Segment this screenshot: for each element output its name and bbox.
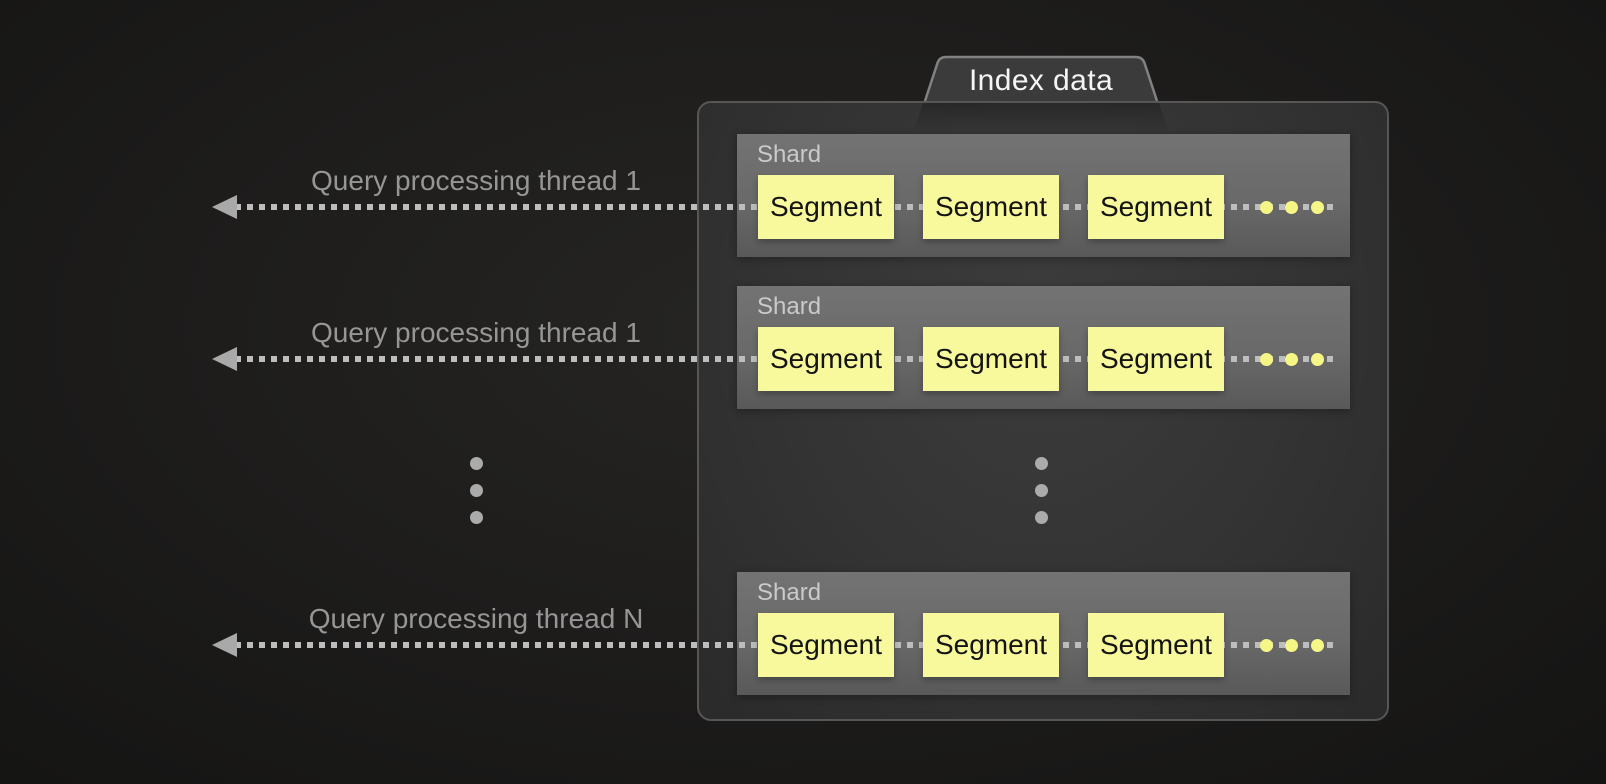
ellipsis-dot — [470, 511, 483, 524]
ellipsis-dot — [470, 484, 483, 497]
shard-2-more-segments-dot — [1311, 353, 1324, 366]
shard-1-label: Shard — [757, 141, 822, 168]
ellipsis-dot — [1035, 511, 1048, 524]
shard-3-more-segments-dot — [1311, 639, 1324, 652]
tab-shadow — [913, 103, 1169, 133]
index-data-title: Index data — [968, 64, 1114, 97]
shard-3-more-segments-dot — [1260, 639, 1273, 652]
shard-row-2: Shard Segment Segment Segment — [737, 286, 1350, 409]
arrow-left-icon — [212, 633, 237, 657]
shard-row-3: Shard Segment Segment Segment — [737, 572, 1350, 695]
ellipsis-dot — [1035, 457, 1048, 470]
shard-1-segment-1: Segment — [758, 175, 894, 239]
shard-3-more-segments-dot — [1285, 639, 1298, 652]
shard-2-segment-2: Segment — [923, 327, 1059, 391]
shard-2-more-segments-dot — [1260, 353, 1273, 366]
shard-2-segment-1: Segment — [758, 327, 894, 391]
ellipsis-dot — [470, 457, 483, 470]
ellipsis-dot — [1035, 484, 1048, 497]
query-thread-label-2: Query processing thread 1 — [311, 317, 641, 348]
shard-3-segment-3: Segment — [1088, 613, 1224, 677]
shard-3-segment-1: Segment — [758, 613, 894, 677]
shard-2-segment-3: Segment — [1088, 327, 1224, 391]
query-thread-label-1: Query processing thread 1 — [311, 165, 641, 196]
shard-3-segment-2: Segment — [923, 613, 1059, 677]
shard-2-label: Shard — [757, 293, 822, 320]
shard-3-label: Shard — [757, 579, 822, 606]
arrow-left-icon — [212, 347, 237, 371]
shard-1-more-segments-dot — [1285, 201, 1298, 214]
shard-1-segment-2: Segment — [923, 175, 1059, 239]
shard-row-1: Shard Segment Segment Segment — [737, 134, 1350, 257]
arrow-left-icon — [212, 195, 237, 219]
shard-1-more-segments-dot — [1311, 201, 1324, 214]
shard-1-more-segments-dot — [1260, 201, 1273, 214]
query-thread-label-n: Query processing thread N — [308, 603, 644, 634]
vertical-ellipsis-threads — [470, 457, 483, 524]
shard-1-segment-3: Segment — [1088, 175, 1224, 239]
index-data-tab-shape — [923, 55, 1159, 102]
vertical-ellipsis-shards — [1035, 457, 1048, 524]
shard-2-more-segments-dot — [1285, 353, 1298, 366]
tab-trapezoid — [923, 55, 1159, 102]
